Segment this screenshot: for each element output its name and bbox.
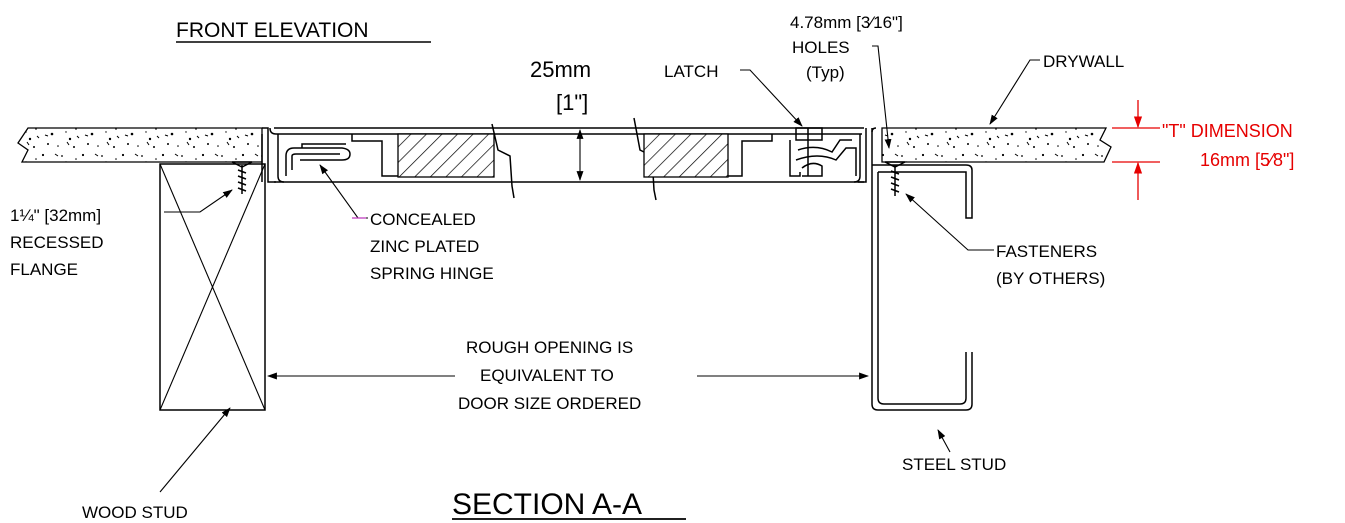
steel-stud-label: STEEL STUD [902, 455, 1006, 474]
fasteners-label-1: FASTENERS [996, 242, 1097, 261]
flange-label-1: RECESSED [10, 233, 104, 252]
t-dimension-value: 16mm [5⁄8"] [1200, 150, 1294, 170]
door-frame [261, 127, 877, 183]
fasteners-label-2: (BY OTHERS) [996, 269, 1105, 288]
drywall-label: DRYWALL [1043, 52, 1124, 71]
holes-typ-label: (Typ) [806, 63, 845, 82]
t-dimension [1112, 100, 1160, 200]
drywall-left [17, 127, 263, 163]
drywall-right [881, 127, 1112, 163]
hinge-label-2: ZINC PLATED [370, 237, 479, 256]
door-core [351, 133, 773, 178]
wood-stud-label: WOOD STUD [82, 503, 188, 522]
section-title: SECTION A-A [452, 488, 642, 521]
fastener-right [884, 161, 906, 196]
latch-mechanism [789, 127, 857, 177]
rough-opening-label-3: DOOR SIZE ORDERED [458, 394, 641, 413]
steel-stud [871, 164, 973, 411]
flange-label-2: FLANGE [10, 260, 78, 279]
break-lines [491, 117, 657, 201]
holes-size-label: 4.78mm [3⁄16"] [790, 13, 903, 32]
holes-label: HOLES [792, 38, 850, 57]
latch-label: LATCH [664, 62, 718, 81]
fastener-left [231, 161, 253, 194]
thickness-mm-label: 25mm [530, 57, 591, 82]
hinge-label-3: SPRING HINGE [370, 264, 494, 283]
wood-stud [159, 163, 266, 411]
spring-hinge [285, 143, 351, 176]
front-elevation-title: FRONT ELEVATION [176, 19, 369, 42]
flange-size-label: 1¼" [32mm] [10, 206, 101, 225]
thickness-in-label: [1"] [556, 90, 588, 115]
t-dimension-label: "T" DIMENSION [1162, 121, 1293, 141]
rough-opening-label-1: ROUGH OPENING IS [466, 338, 633, 357]
leaders [159, 45, 1040, 493]
hinge-label-1: CONCEALED [370, 210, 476, 229]
rough-opening-label-2: EQUIVALENT TO [480, 366, 614, 385]
